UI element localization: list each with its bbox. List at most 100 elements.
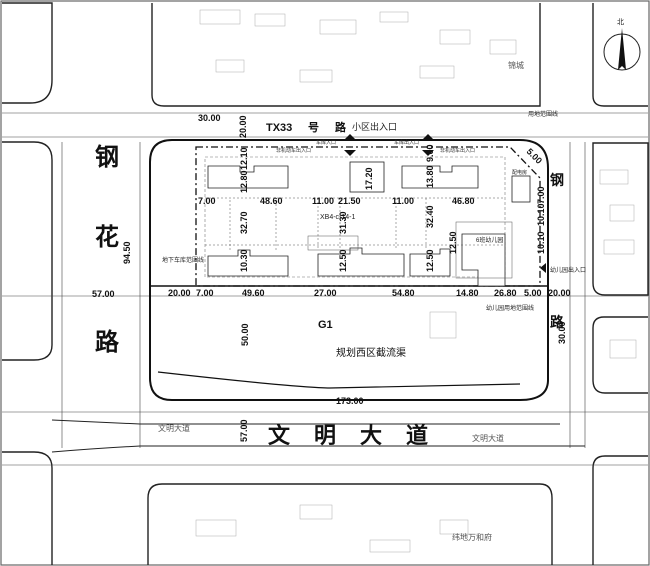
dim-top-30: 30.00 xyxy=(198,113,221,123)
distribution-label: 配电房 xyxy=(512,169,527,176)
road-bottom-char-3: 大 xyxy=(360,423,384,448)
dim-in-31: 31.30 xyxy=(338,211,348,234)
dim-g1-50: 50.00 xyxy=(240,323,250,346)
underground-limit-label: 地下车库范围线 xyxy=(162,256,204,264)
dim-in-12c: 12.50 xyxy=(338,249,348,272)
dim-in-12b: 12.80 xyxy=(239,170,249,193)
dim-bot-20b: 20.00 xyxy=(548,288,571,298)
road-bottom-char-2: 明 xyxy=(314,423,338,448)
dim-in-48: 48.60 xyxy=(260,196,283,206)
dim-in-11a: 11.00 xyxy=(312,196,334,206)
road-edges xyxy=(51,419,585,453)
block-right-lower xyxy=(592,316,648,394)
parcel-g1: G1 xyxy=(318,319,333,331)
block-right-upper xyxy=(592,142,649,296)
land-boundary xyxy=(195,146,541,287)
upper-label: 锦城 xyxy=(508,60,524,70)
dimension-labels: 30.00 20.00 94.50 57.00 57.00 20.00 7.00… xyxy=(92,113,571,442)
dim-in-11b: 11.00 xyxy=(392,196,414,206)
dim-in-32a: 32.70 xyxy=(239,211,249,234)
building-4 xyxy=(207,249,289,277)
canal-label: 规划西区截流渠 xyxy=(336,346,406,359)
dim-bot-5: 5.00 xyxy=(524,288,542,298)
kindergarten-limit-label: 幼儿园用地范围线 xyxy=(486,304,534,312)
dim-bot-7a: 7.00 xyxy=(196,288,214,298)
parcel-id: XB4-c-14-1 xyxy=(320,214,356,221)
road-bottom-char-4: 道 xyxy=(406,423,430,448)
road-top-entrance: 小区出入口 xyxy=(352,121,397,132)
entrance-arrows xyxy=(344,134,546,273)
entrance-left-label: 非机动车出入口 xyxy=(276,147,311,154)
dim-bot-54: 54.80 xyxy=(392,288,415,298)
dim-in-7a: 7.00 xyxy=(198,196,216,206)
block-bottom-left xyxy=(2,451,53,565)
vehicle-gate-label: 车库入口 xyxy=(316,139,336,146)
dim-total-173: 173.00 xyxy=(336,396,364,406)
road-bottom-small-right: 文明大道 xyxy=(472,433,504,443)
dim-in-5a: 5.00 xyxy=(525,146,544,165)
road-lines xyxy=(2,112,648,466)
dim-in-9: 9.00 xyxy=(425,144,435,162)
vehicle-gate2-label: 车库出入口 xyxy=(394,139,419,146)
building-2 xyxy=(401,165,479,189)
dim-in-12: 12.10 xyxy=(239,147,249,170)
dim-top-20: 20.00 xyxy=(238,115,248,138)
dim-right-30: 30.00 xyxy=(557,321,567,344)
buildings xyxy=(207,161,531,287)
underground-garage-boundary xyxy=(204,156,506,278)
block-left xyxy=(2,141,53,361)
dim-in-12e: 12.50 xyxy=(448,231,458,254)
dim-bot-27: 27.00 xyxy=(314,288,337,298)
kindergarten-gate-label: 幼儿园出入口 xyxy=(550,266,586,274)
dim-in-17: 17.20 xyxy=(364,167,374,190)
dim-in-32b: 32.40 xyxy=(425,205,435,228)
road-top-suffix: 号 xyxy=(308,121,319,134)
block-top-left xyxy=(2,2,53,104)
block-bottom-right xyxy=(592,455,648,565)
dim-in-21: 21.50 xyxy=(338,196,361,206)
road-left-char-3: 路 xyxy=(95,328,120,356)
dim-bot-26: 26.80 xyxy=(494,288,517,298)
residential-dev-label: 纬地万和府 xyxy=(452,532,492,542)
block-bottom-center xyxy=(147,483,553,565)
road-bottom-char-1: 文 xyxy=(268,423,292,448)
dim-in-10a: 10.30 xyxy=(239,249,249,272)
block-top-right xyxy=(592,3,648,107)
dim-in-10c: 10.10 xyxy=(536,231,546,254)
context-buildings xyxy=(195,9,637,553)
building-6 xyxy=(409,248,451,277)
dim-left-57: 57.00 xyxy=(92,289,115,299)
kindergarten-label: 6班幼儿园 xyxy=(476,236,503,244)
dim-bottom-57: 57.00 xyxy=(239,419,249,442)
road-right-char-2: 路 xyxy=(550,314,565,330)
dim-in-46: 46.80 xyxy=(452,196,475,206)
road-top-road: 路 xyxy=(335,120,347,134)
dim-in-12d: 12.50 xyxy=(425,249,435,272)
dim-bot-20a: 20.00 xyxy=(168,288,191,298)
block-top-center xyxy=(151,3,541,107)
road-left-char-2: 花 xyxy=(95,224,119,251)
building-1 xyxy=(207,165,289,189)
canal-line xyxy=(157,371,521,389)
north-label: 北 xyxy=(617,18,624,26)
building-3 xyxy=(349,161,385,193)
dim-bot-49: 49.60 xyxy=(242,288,265,298)
internal-lines xyxy=(205,197,513,279)
land-limit-label: 用地范围线 xyxy=(528,110,558,118)
nonmotor-gate-label: 非机动车出入口 xyxy=(440,147,475,154)
dim-in-10b: 10.10 xyxy=(536,203,546,226)
road-bottom-small-left: 文明大道 xyxy=(158,423,190,433)
north-arrow xyxy=(603,28,641,71)
dim-in-13: 13.80 xyxy=(425,165,435,188)
road-left-char-1: 钢 xyxy=(95,144,119,171)
parcel-boundary xyxy=(149,139,549,401)
kindergarten-building xyxy=(461,233,506,287)
dim-bot-14: 14.80 xyxy=(456,288,479,298)
road-top-name: TX33 xyxy=(266,122,292,134)
road-right-char-1: 钢 xyxy=(550,172,564,188)
distribution-building xyxy=(511,175,531,203)
